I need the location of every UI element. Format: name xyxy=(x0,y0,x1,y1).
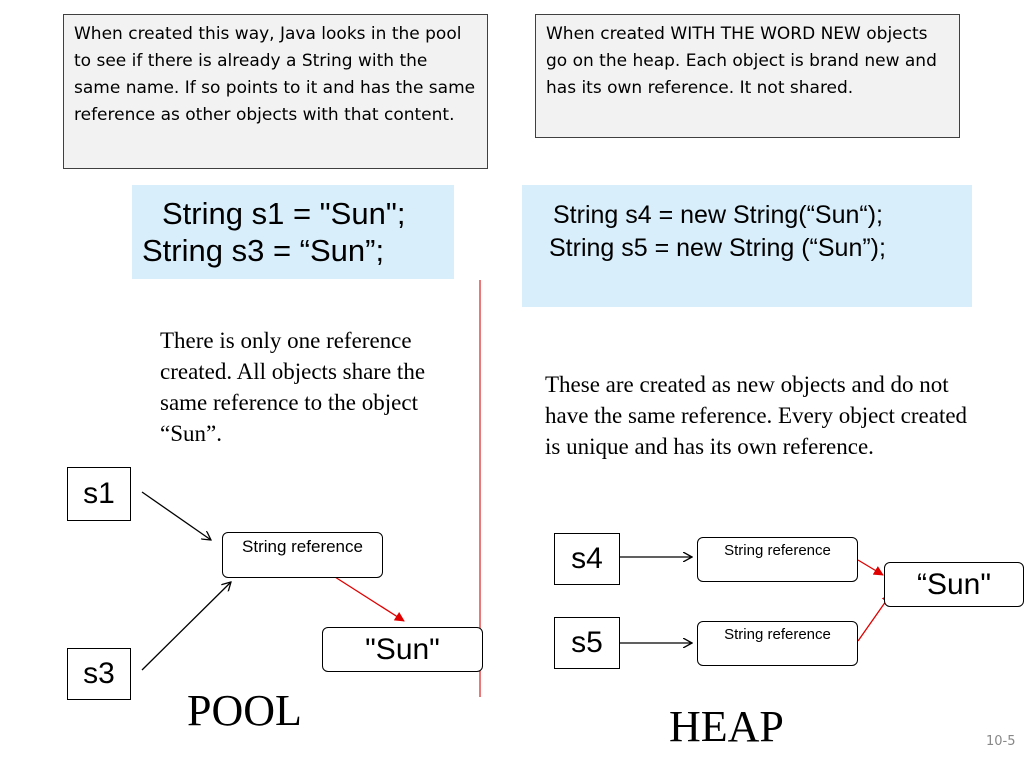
heap-string-reference-box-1: String reference xyxy=(697,537,858,582)
pool-code-box: String s1 = "Sun"; String s3 = “Sun”; xyxy=(132,185,454,279)
pool-sun-object-box: "Sun" xyxy=(322,627,483,672)
heap-explanation: These are created as new objects and do … xyxy=(545,372,968,459)
heap-sun-object-box: “Sun" xyxy=(884,562,1024,607)
variable-s4-box: s4 xyxy=(554,533,620,585)
pool-label: POOL xyxy=(187,686,302,735)
arrow-heap-reference1-to-sun xyxy=(857,559,884,576)
heap-note: When created WITH THE WORD NEW objects g… xyxy=(535,14,960,138)
pool-code-line-1: String s1 = "Sun"; xyxy=(162,196,406,231)
heap-label: HEAP xyxy=(669,702,784,751)
heap-string-reference-box-2: String reference xyxy=(697,621,858,666)
variable-s3-box: s3 xyxy=(67,648,131,700)
heap-code-box: String s4 = new String(“Sun“); String s5… xyxy=(522,185,972,307)
pool-note: When created this way, Java looks in the… xyxy=(63,14,488,169)
arrow-s1-to-reference xyxy=(141,491,211,540)
variable-s5-box: s5 xyxy=(554,617,620,669)
variable-s1-box: s1 xyxy=(67,467,131,521)
pool-code-line-2: String s3 = “Sun”; xyxy=(142,233,385,268)
pool-string-reference-box: String reference xyxy=(222,532,383,578)
heap-code-line-2: String s5 = new String (“Sun”); xyxy=(549,234,886,262)
arrow-s3-to-reference xyxy=(141,582,231,671)
slide-number: 10-5 xyxy=(986,734,1016,749)
pool-explanation: There is only one reference created. All… xyxy=(160,328,426,446)
arrow-pool-reference-to-sun xyxy=(334,576,405,622)
heap-code-line-1: String s4 = new String(“Sun“); xyxy=(553,201,883,229)
